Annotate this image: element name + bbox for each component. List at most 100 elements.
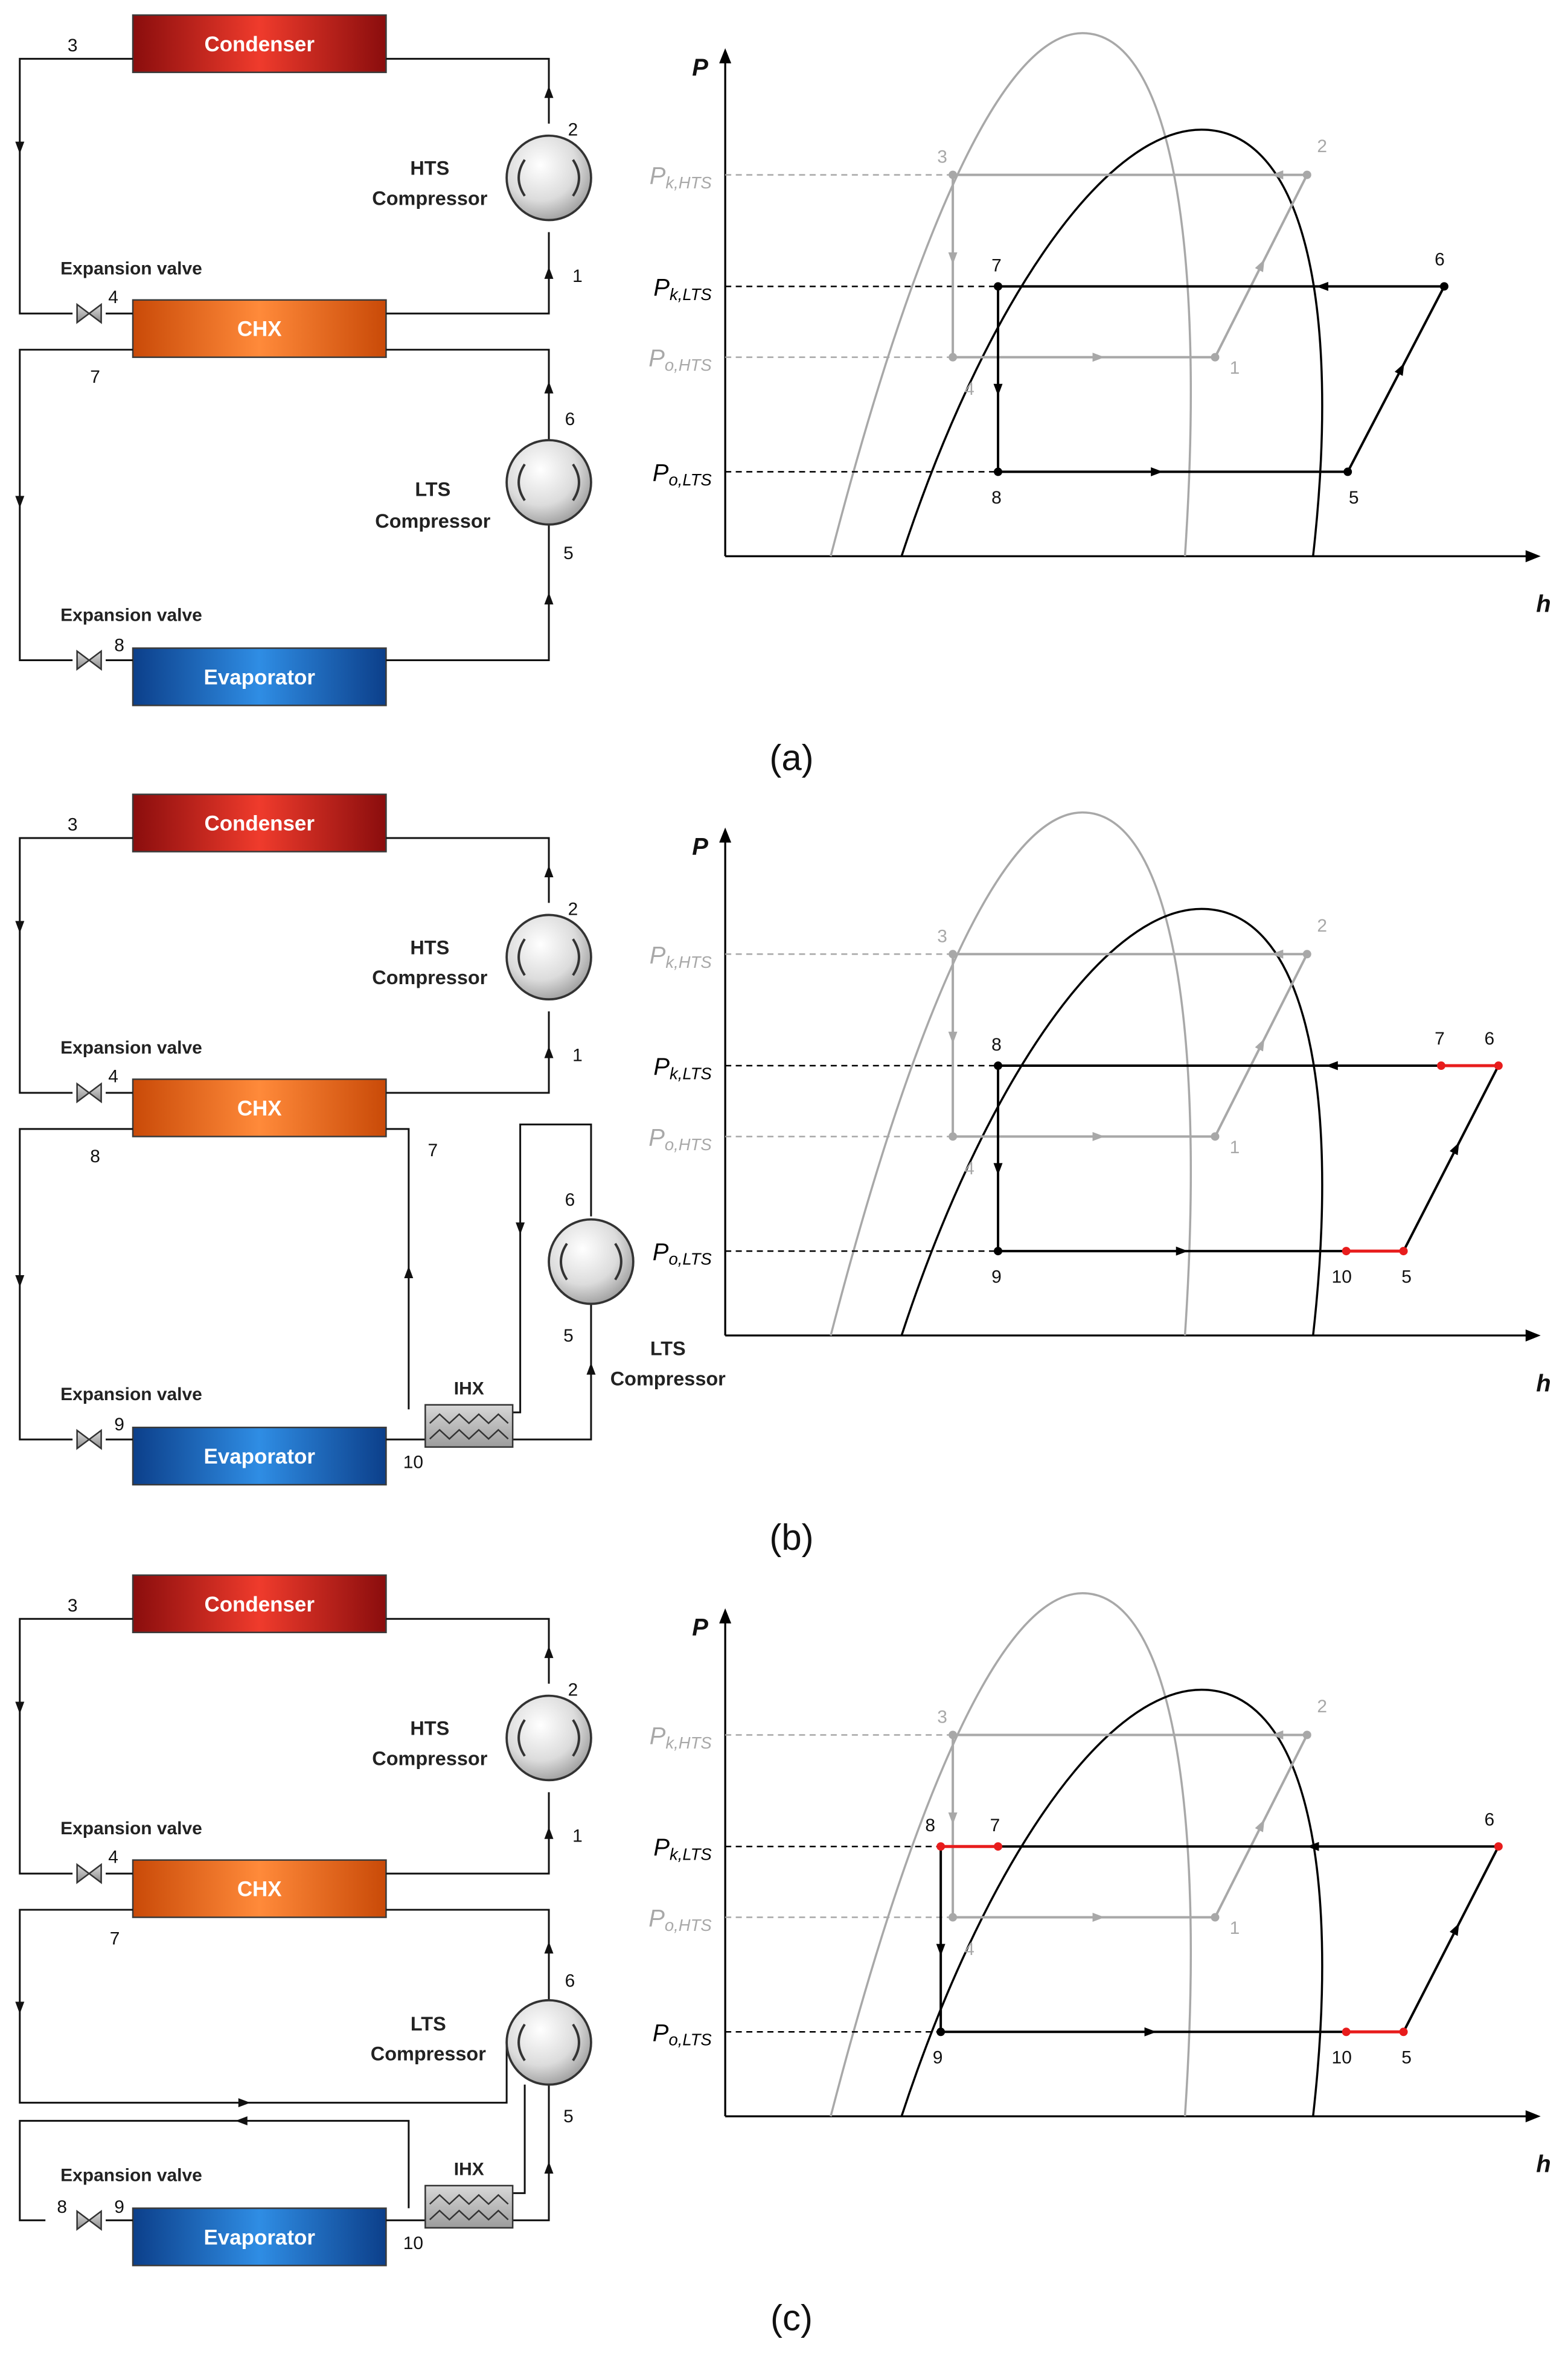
hts-point-label: 1 — [1230, 1918, 1240, 1938]
expansion-valve-icon — [76, 1429, 102, 1450]
valve-right-cone — [88, 1082, 102, 1104]
evaporator-box-body — [132, 647, 387, 706]
lts-state-point — [1436, 1061, 1445, 1070]
flow-arrow — [1255, 259, 1265, 272]
pressure-label-po_hts: Po,HTS — [648, 1906, 712, 1934]
pressure-label-po_lts: Po,LTS — [653, 1239, 712, 1268]
pressure-label-po_lts: Po,LTS — [653, 459, 712, 488]
lts-pipe-top-right — [386, 1909, 550, 2000]
evaporator-box-label: Evaporator — [203, 1445, 315, 1468]
ihx-coil — [429, 2209, 509, 2221]
hts-point-label: 3 — [937, 147, 947, 167]
compressor-icon — [548, 1218, 635, 1305]
lts-point-label: 5 — [1349, 488, 1359, 508]
state-number: 7 — [90, 367, 100, 387]
lts-compressor-label: Compressor — [610, 1368, 726, 1389]
lts-state-point — [1494, 1842, 1503, 1851]
condenser-box: Condenser — [132, 14, 387, 74]
compressor-rotor-left — [517, 159, 526, 197]
lts-point-label: 6 — [1485, 1810, 1495, 1829]
hts-point-label: 1 — [1230, 358, 1240, 378]
hts-saturation-dome — [830, 32, 1192, 557]
hts-state-point — [949, 1132, 958, 1141]
expansion-valve-icon — [76, 302, 102, 324]
state-number: 4 — [108, 1066, 118, 1086]
lts-point-label: 5 — [1401, 1267, 1412, 1287]
compressor-casing — [505, 439, 592, 526]
hts-compressor-label: Compressor — [372, 1747, 487, 1769]
hts-state-point — [1302, 1730, 1311, 1739]
flow-arrow — [1271, 1730, 1284, 1739]
y-axis-arrow — [719, 827, 732, 843]
pressure-label-pk_hts: Pk,HTS — [650, 163, 712, 192]
evaporator-box-body — [132, 1426, 387, 1486]
flow-arrow — [1151, 467, 1163, 476]
hts-compressor-label: HTS — [410, 1717, 449, 1739]
lts-state-point — [1399, 1247, 1408, 1256]
lts-compressor-label: LTS — [650, 1337, 686, 1359]
flow-arrow — [544, 1941, 554, 1954]
lts-point-label: 6 — [1435, 249, 1445, 269]
lts-state-point — [994, 1247, 1002, 1256]
chx-box-label: CHX — [237, 318, 282, 341]
flow-arrow — [516, 1222, 525, 1235]
flow-arrow — [1255, 1038, 1265, 1052]
hts-state-point — [1211, 1913, 1220, 1922]
schematic-a: CondenserCHXEvaporatorHTSCompressorExpan… — [15, 14, 592, 706]
pressure-label-pk_lts: Pk,LTS — [653, 1054, 712, 1083]
compressor-icon — [505, 439, 592, 526]
valve-right-cone — [88, 302, 102, 324]
panel-caption: (c) — [770, 2298, 813, 2338]
compressor-casing — [505, 134, 592, 222]
lts-state-point — [936, 2027, 946, 2037]
compressor-rotor-left — [517, 1719, 526, 1757]
ihx-coil — [429, 1429, 509, 1440]
chx-box: CHX — [132, 1078, 387, 1138]
hts-pipe-left — [19, 837, 133, 1094]
hts-compressor-label: HTS — [410, 158, 449, 179]
flow-arrow — [1092, 1131, 1105, 1141]
state-number: 1 — [572, 266, 583, 286]
compressor-rotor-right — [614, 1243, 622, 1281]
pressure-label-pk_hts: Pk,HTS — [650, 942, 712, 971]
hts-saturation-dome — [830, 811, 1192, 1336]
flow-arrow — [544, 592, 554, 605]
chx-box-body — [132, 1859, 387, 1918]
state-number: 9 — [114, 1415, 124, 1435]
x-axis-label: h — [1536, 1370, 1550, 1397]
lts-state-point — [936, 1842, 946, 1851]
valve-left-cone — [76, 302, 91, 324]
state-number: 4 — [108, 1848, 118, 1867]
evaporator-box: Evaporator — [132, 647, 387, 706]
state-number: 8 — [57, 2197, 67, 2217]
compressor-icon — [505, 134, 592, 222]
flow-arrow — [15, 496, 25, 508]
flow-arrow — [948, 1812, 958, 1825]
lts-pipe-ihx-to-comp — [513, 2084, 526, 2194]
state-number: 9 — [114, 2197, 124, 2217]
lts-state-point — [1494, 1061, 1503, 1070]
hts-pipe-top-right — [386, 1618, 550, 1684]
x-axis-arrow — [1525, 2110, 1541, 2123]
pressure-label-po_hts: Po,HTS — [648, 345, 712, 374]
chx-box-body — [132, 1078, 387, 1138]
pressure-label-pk_lts: Pk,LTS — [653, 274, 712, 303]
compressor-rotor-right — [572, 938, 580, 976]
compressor-casing — [505, 914, 592, 1001]
condenser-box-label: Condenser — [204, 1593, 315, 1616]
chx-box: CHX — [132, 1859, 387, 1918]
hts-saturation-dome — [830, 1592, 1192, 2117]
hts-state-point — [949, 170, 958, 179]
lts-point-label: 8 — [991, 1035, 1002, 1055]
x-axis-arrow — [1525, 550, 1541, 563]
pressure-label-pk_lts: Pk,LTS — [653, 1834, 712, 1863]
expansion-valve-icon — [76, 1863, 102, 1884]
flow-arrow — [1176, 1246, 1188, 1256]
state-number: 2 — [568, 120, 578, 140]
hts-pipe-bottom-right — [386, 1792, 550, 1875]
state-number: 3 — [68, 1596, 78, 1616]
valve-left-cone — [76, 1429, 91, 1450]
flow-arrow — [15, 1701, 25, 1714]
flow-arrow — [993, 1163, 1003, 1176]
state-number: 5 — [563, 543, 574, 563]
